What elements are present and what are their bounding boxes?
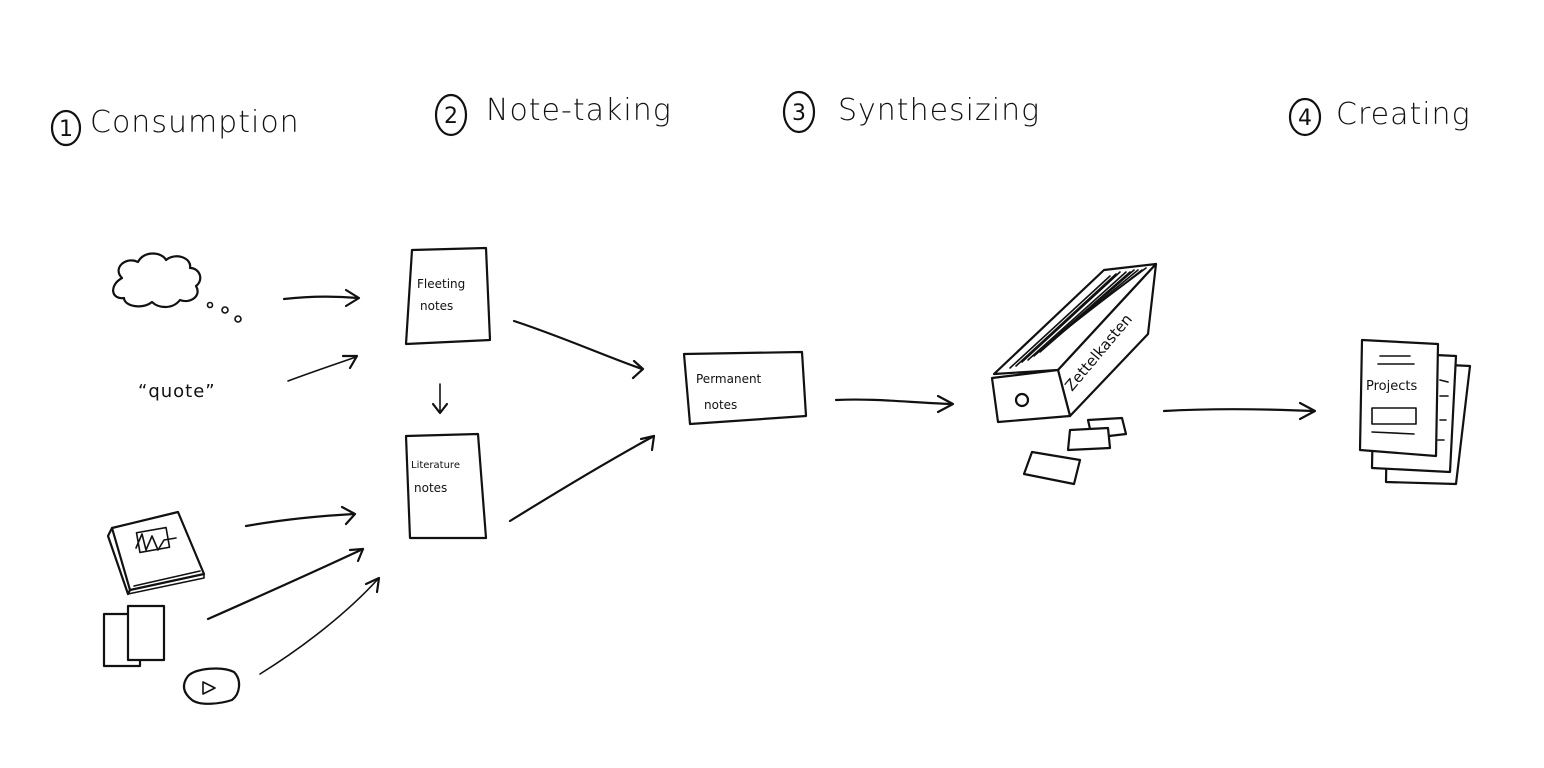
stage-1-number-circle — [50, 109, 82, 147]
quote-source: “quote” — [138, 381, 216, 402]
fleeting-notes-card: Fleeting notes — [404, 246, 492, 346]
projects-stack-icon: Projects — [1358, 338, 1472, 486]
zettelkasten-box-icon: Zettelkasten — [990, 262, 1158, 424]
book-icon — [106, 510, 206, 596]
stage-4-number: 4 — [1298, 106, 1312, 131]
arrow-permanent-to-zettelkasten — [834, 394, 955, 414]
stage-2-label: Note-taking — [486, 93, 672, 128]
stage-3-label: Synthesizing — [838, 93, 1040, 128]
stage-3-heading: 3 Synthesizing — [782, 90, 1040, 134]
loose-cards-icon — [1022, 416, 1128, 486]
permanent-notes-line1: Permanent — [696, 372, 762, 386]
fleeting-notes-line2: notes — [420, 299, 453, 313]
arrow-articles-to-literature — [206, 547, 365, 621]
arrow-fleeting-to-permanent — [512, 319, 645, 380]
stage-1-number: 1 — [59, 117, 73, 142]
arrow-thought-to-fleeting — [282, 288, 361, 308]
play-video-icon — [182, 667, 241, 705]
stage-1-heading: 1 Consumption — [50, 105, 300, 147]
documents-icon — [102, 604, 166, 668]
arrow-quote-to-fleeting — [287, 354, 359, 382]
literature-notes-card: Literature notes — [404, 432, 488, 540]
arrow-video-to-literature — [259, 576, 381, 675]
permanent-notes-card: Permanent notes — [682, 350, 808, 426]
thought-cloud-icon — [112, 252, 242, 323]
arrow-literature-to-permanent — [508, 434, 656, 523]
stage-2-heading: 2 Note-taking — [434, 93, 672, 137]
literature-notes-line2: notes — [414, 481, 447, 495]
fleeting-notes-line1: Fleeting — [417, 277, 465, 291]
stage-3-number-circle — [782, 90, 816, 134]
literature-notes-line1: Literature — [411, 460, 460, 471]
stage-3-number: 3 — [792, 101, 806, 126]
stage-2-number-circle — [434, 93, 468, 137]
stage-2-number: 2 — [444, 104, 458, 129]
arrow-fleeting-to-literature — [431, 383, 449, 415]
stage-1-label: Consumption — [90, 105, 300, 140]
arrows — [206, 288, 1317, 675]
arrow-zettelkasten-to-projects — [1162, 401, 1317, 421]
stage-4-number-circle — [1288, 97, 1322, 137]
stage-4-label: Creating — [1336, 97, 1471, 132]
arrow-book-to-literature — [244, 505, 357, 528]
stage-4-heading: 4 Creating — [1288, 97, 1471, 137]
projects-label: Projects — [1366, 379, 1417, 394]
card-dividers — [1009, 267, 1147, 369]
permanent-notes-line2: notes — [704, 398, 737, 412]
